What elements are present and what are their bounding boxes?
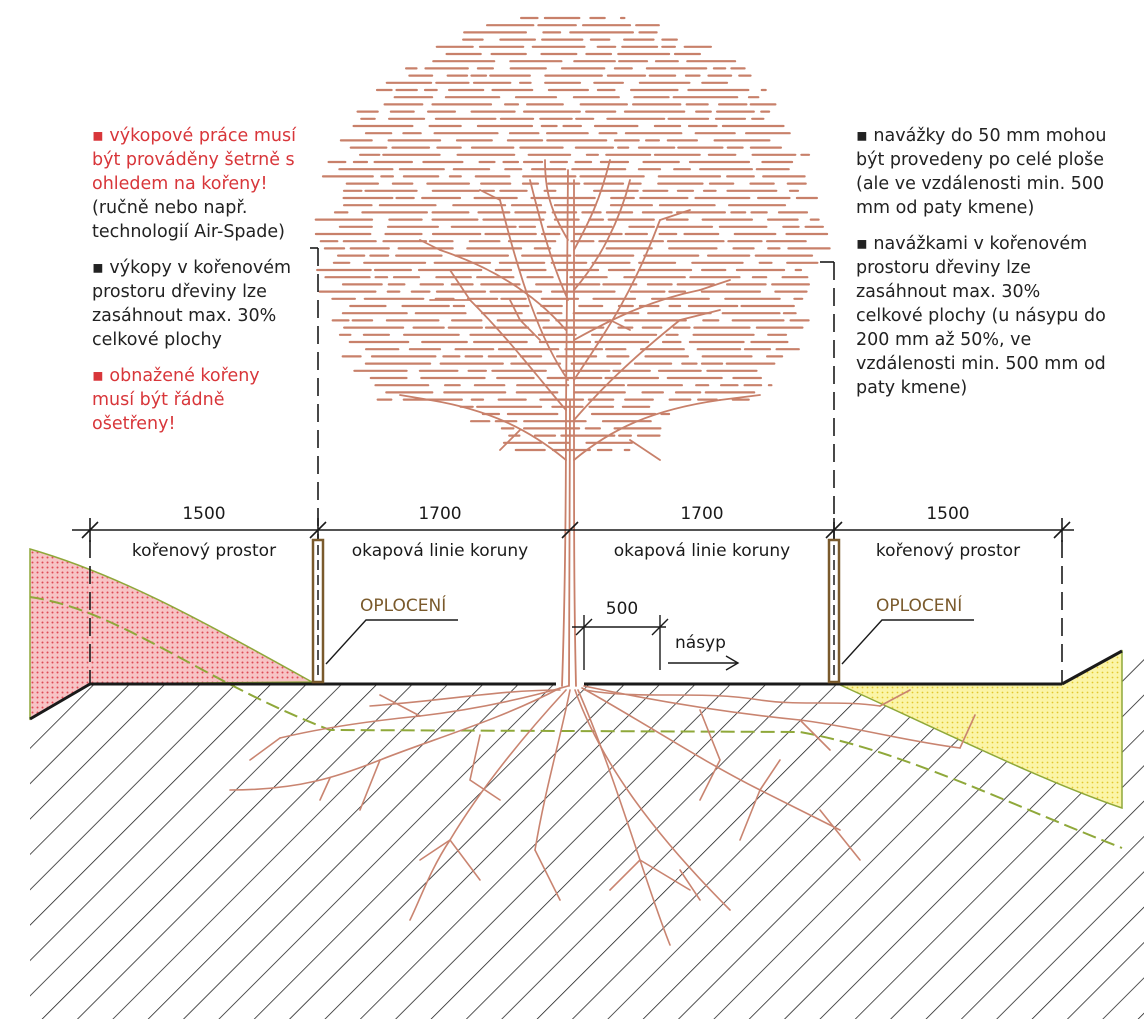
root-system [229, 685, 976, 946]
note-exposed-roots: ▪ obnažené kořeny musí být řádně ošetřen… [92, 366, 260, 434]
boundary-lines [89, 247, 1063, 684]
offset-dimension [572, 615, 669, 670]
dim-left-root: 1500 [182, 504, 225, 524]
arrow-right-icon [668, 655, 740, 671]
note-excavation-warning: ▪ výkopové práce musí být prováděny šetr… [92, 126, 296, 194]
zone-right-crown: okapová linie koruny [614, 541, 790, 561]
ground-surface [29, 649, 1123, 721]
zone-left-root: kořenový prostor [132, 541, 276, 561]
note-excavation-method: (ručně nebo např. technologií Air-Spade) [92, 198, 285, 242]
fence-label-right: OPLOCENÍ [876, 594, 962, 616]
dim-right-root: 1500 [926, 504, 969, 524]
zone-right-root: kořenový prostor [876, 541, 1020, 561]
dim-right-crown: 1700 [680, 504, 723, 524]
fence-post-icon [827, 538, 841, 684]
left-notes: ▪ výkopové práce musí být prováděny šetr… [92, 124, 320, 448]
tree-branches [399, 159, 761, 687]
right-notes: ▪ navážky do 50 mm mohou být provedeny p… [856, 124, 1110, 412]
fill-label: násyp [675, 633, 726, 653]
zone-left-crown: okapová linie koruny [352, 541, 528, 561]
original-terrain-line [29, 596, 1123, 849]
note-excavation-limit: ▪ výkopy v kořenovém prostoru dřeviny lz… [92, 258, 292, 350]
note-excavation: ▪ výkopové práce musí být prováděny šetr… [92, 124, 320, 244]
fence-post-icon [311, 538, 325, 684]
fence-leaders [325, 619, 974, 665]
excavation-area [29, 548, 315, 721]
dim-left-crown: 1700 [418, 504, 461, 524]
note-fill-limit: ▪ navážkami v kořenovém prostoru dřeviny… [856, 234, 1106, 398]
dimension-line [72, 518, 1074, 542]
note-fill-small: ▪ navážky do 50 mm mohou být provedeny p… [856, 126, 1107, 218]
fence-label-left: OPLOCENÍ [360, 594, 446, 616]
tree-canopy [314, 16, 831, 452]
dim-trunk-offset: 500 [606, 599, 638, 619]
